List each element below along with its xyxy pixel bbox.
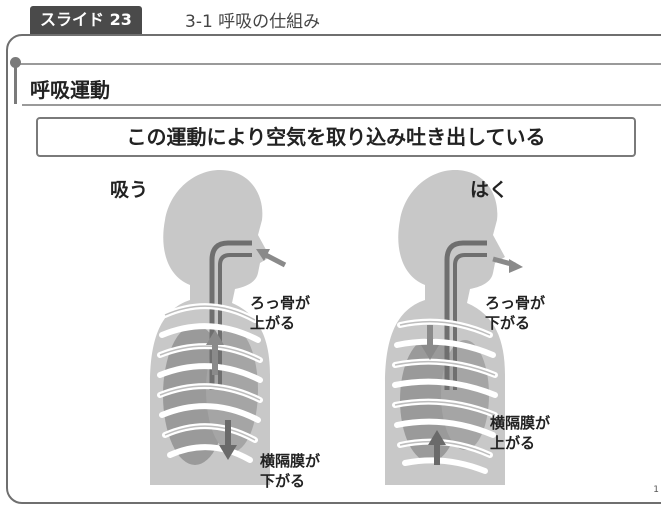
exhale-diaphragm-label-2: 上がる [490,434,536,452]
rib-outlines [394,320,496,456]
section-heading: 呼吸運動 [30,78,110,102]
exhale-diaphragm-label-1: 横隔膜が [490,414,551,432]
exhale-torso-illustration [385,170,523,485]
inhale-diaphragm-label-1: 横隔膜が [260,452,321,470]
airway [209,240,252,390]
airway [444,240,487,390]
slide-number-tag: スライド 23 [30,6,142,34]
arrow-inward-icon [256,249,287,268]
page-number: 1 [653,485,659,495]
pin-dot-icon [10,57,21,68]
inhale-ribs-label-2: 上がる [250,314,296,332]
exhale-title: はく [470,179,509,201]
arrow-down-icon [219,420,237,460]
heading-divider [22,104,661,106]
inhale-torso-illustration [150,170,287,485]
inhale-figure: 吸う ろっ骨が 上がる 横隔膜が 下がる [110,165,340,505]
arrow-up-icon [428,430,446,465]
arrow-up-icon [206,330,224,375]
pin-line [14,66,17,104]
exhale-figure: はく ろっ骨が 下がる 横隔膜が 上がる [355,165,575,505]
frame-top-divider [18,63,661,65]
inhale-diaphragm-label-2: 下がる [260,472,306,490]
exhale-ribs-label-1: ろっ骨が [485,294,546,312]
arrow-outward-icon [492,256,523,273]
exhale-ribs-label-2: 下がる [485,314,531,332]
caption-box: この運動により空気を取り込み吐き出している [36,117,636,157]
slide-title: 3-1 呼吸の仕組み [185,12,321,32]
rib-outlines [159,305,261,441]
inhale-title: 吸う [110,179,149,201]
arrow-down-icon [421,325,439,360]
slide-frame [6,34,661,504]
inhale-ribs-label-1: ろっ骨が [250,294,311,312]
